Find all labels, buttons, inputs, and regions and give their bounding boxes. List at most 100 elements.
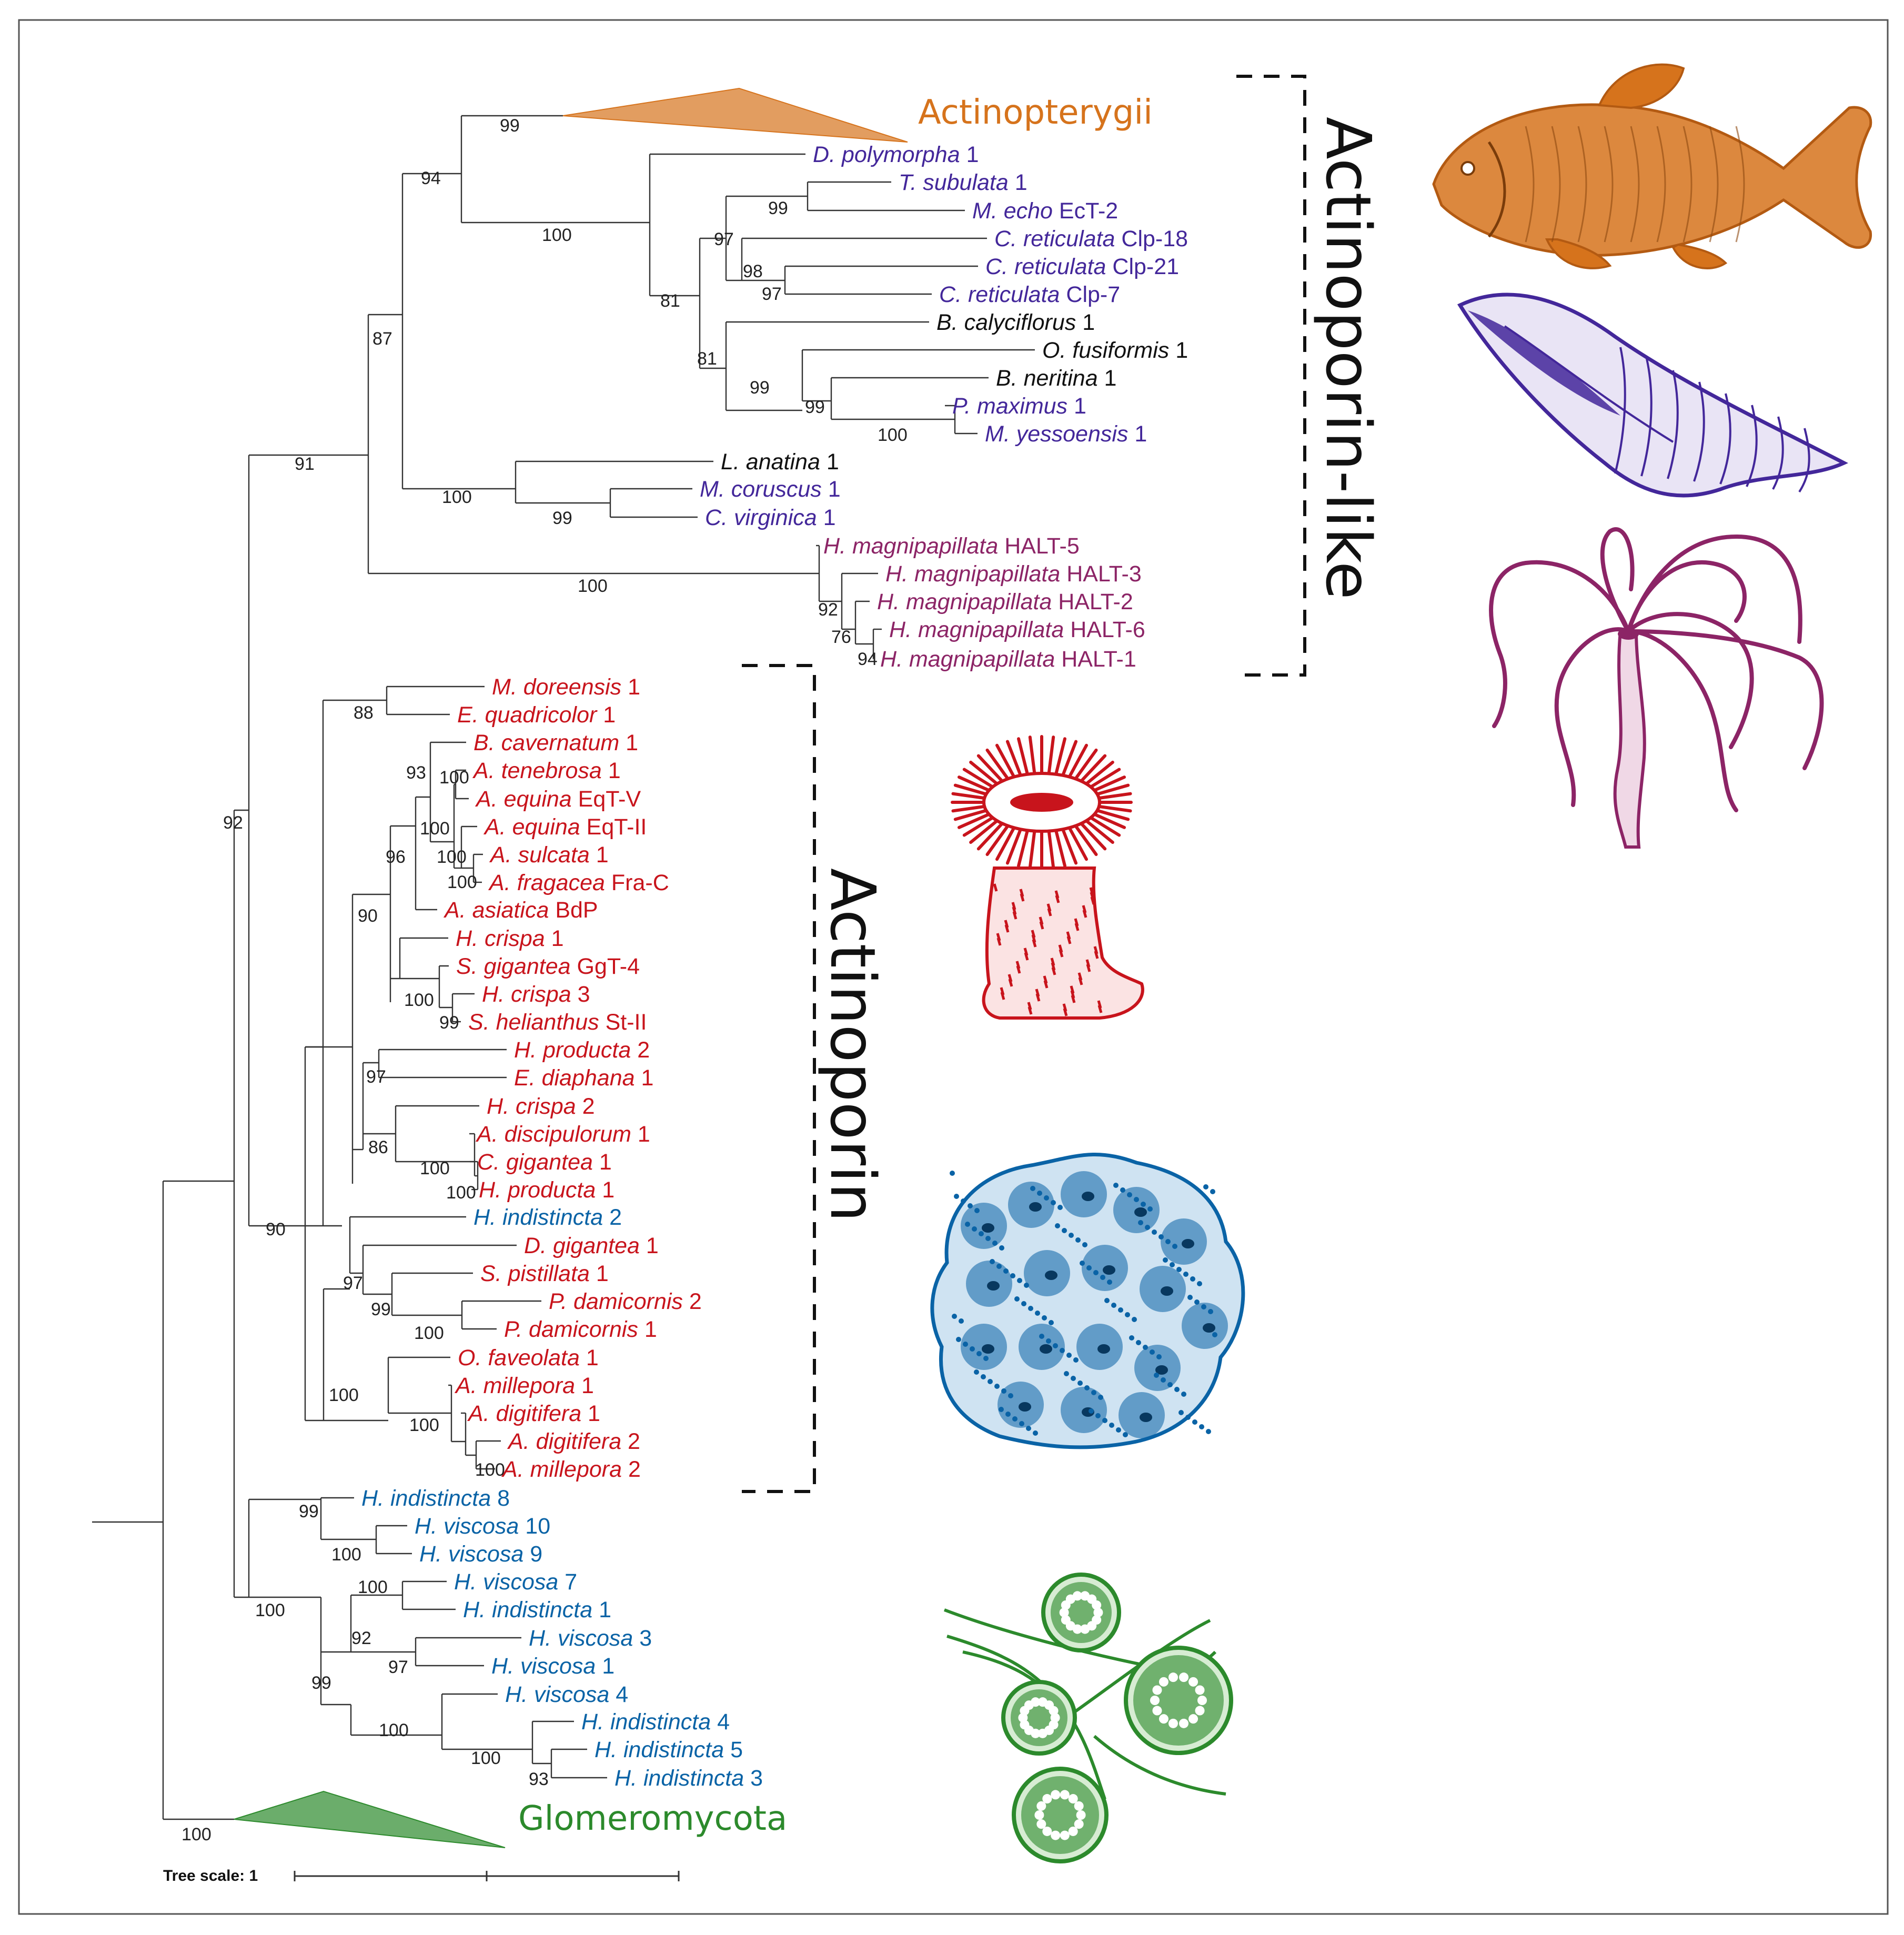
bootstrap-value-n-81b: 81 — [697, 349, 717, 369]
tip-label-a-digitifera-1: A. digitifera 1 — [467, 1401, 600, 1426]
tip-suffix: Fra-C — [605, 870, 669, 895]
bootstrap-value-n-96: 96 — [386, 847, 406, 867]
bootstrap-value-n-87: 87 — [372, 329, 392, 349]
tip-suffix: 1 — [575, 1373, 594, 1398]
tip-label-a-fragacea-fra-c: A. fragacea Fra-C — [488, 870, 669, 895]
tip-species: H. producta — [479, 1177, 596, 1203]
tip-suffix: 9 — [523, 1541, 542, 1567]
bootstrap-value-n-100i: 100 — [414, 1323, 444, 1343]
tip-suffix: 1 — [590, 842, 609, 868]
tip-suffix: HALT-2 — [1052, 589, 1133, 614]
tip-suffix: 1 — [1009, 170, 1027, 195]
tip-species: S. helianthus — [468, 1010, 599, 1035]
tip-suffix: GgT-4 — [571, 954, 640, 979]
collapsed-clade-actinopterygii — [562, 87, 908, 143]
tip-suffix: 1 — [580, 1345, 599, 1370]
bootstrap-value-n-99h: 99 — [299, 1501, 319, 1521]
bootstrap-value-n-99e: 99 — [552, 508, 572, 528]
tip-species: H. crispa — [482, 982, 571, 1007]
group-label-actinoporin: Actinoporin — [817, 868, 889, 1222]
bootstrap-value-n-mecho: 99 — [768, 198, 788, 218]
tip-suffix: HALT-5 — [998, 533, 1080, 559]
bootstrap-value-n-93: 93 — [406, 763, 426, 783]
bootstrap-value-n-100h: 100 — [578, 576, 608, 596]
tip-label-b-calyciflorus-1: B. calyciflorus 1 — [936, 310, 1095, 335]
tip-species: A. tenebrosa — [472, 758, 602, 783]
tip-species: C. reticulata — [939, 282, 1060, 307]
tip-species: H. producta — [514, 1037, 631, 1063]
tip-label-m-coruscus-1: M. coruscus 1 — [700, 477, 841, 502]
tip-label-b-neritina-1: B. neritina 1 — [996, 366, 1116, 391]
tip-species: H. crispa — [456, 926, 545, 951]
tip-suffix: 1 — [590, 1261, 609, 1286]
bootstrap-value-n-100q: 100 — [255, 1600, 285, 1620]
bootstrap-value-n-99g: 99 — [371, 1299, 391, 1319]
tip-labels: D. polymorpha 1T. subulata 1M. echo EcT-… — [361, 142, 1188, 1791]
tip-suffix: 1 — [960, 142, 979, 167]
tip-label-c-gigantea-1: C. gigantea 1 — [477, 1150, 612, 1175]
tip-suffix: EqT-II — [580, 814, 647, 840]
tip-species: M. coruscus — [700, 477, 822, 502]
tip-species: H. magnipapillata — [877, 589, 1052, 614]
tip-label-c-virginica-1: C. virginica 1 — [705, 505, 836, 530]
tip-label-e-quadricolor-1: E. quadricolor 1 — [457, 702, 616, 728]
tip-suffix: 1 — [545, 926, 564, 951]
tip-species: A. digitifera — [467, 1401, 581, 1426]
tip-label-o-faveolata-1: O. faveolata 1 — [458, 1345, 599, 1370]
tip-suffix: 2 — [631, 1037, 650, 1063]
tip-suffix: HALT-6 — [1064, 617, 1145, 642]
tip-label-s-helianthus-st-ii: S. helianthus St-II — [468, 1010, 647, 1035]
tip-species: H. indistincta — [474, 1205, 603, 1230]
tip-species: C. virginica — [705, 505, 817, 530]
tip-label-a-millepora-1: A. millepora 1 — [454, 1373, 594, 1398]
tip-species: S. gigantea — [456, 954, 571, 979]
tip-suffix: 3 — [633, 1626, 652, 1651]
clade-label-glomeromycota: Glomeromycota — [518, 1799, 787, 1838]
tip-species: H. magnipapillata — [889, 617, 1064, 642]
tip-suffix: 2 — [603, 1205, 622, 1230]
tip-suffix: 1 — [581, 1401, 600, 1426]
tip-suffix: St-II — [599, 1010, 647, 1035]
tip-species: A. equina — [475, 787, 572, 812]
bootstrap-value-n-99d: 99 — [805, 397, 825, 417]
tip-suffix: 2 — [622, 1457, 641, 1482]
tip-species: H. indistincta — [581, 1709, 711, 1735]
tip-species: A. digitifera — [507, 1429, 621, 1454]
tip-suffix: 1 — [1067, 394, 1086, 419]
tip-species: O. fusiformis — [1042, 338, 1169, 363]
tip-suffix: 5 — [724, 1737, 743, 1762]
tip-suffix: 1 — [817, 505, 836, 530]
bootstrap-value-n-100a: 100 — [439, 768, 469, 788]
tip-species: H. indistincta — [595, 1737, 724, 1762]
bootstrap-value-n-97a: 97 — [714, 229, 734, 249]
tip-label-c-reticulata-clp-21: C. reticulata Clp-21 — [985, 254, 1179, 279]
bootstrap-value-n-100t: 100 — [182, 1825, 211, 1845]
bootstrap-value-n-actino-mol: 99 — [500, 116, 520, 136]
tip-suffix: 1 — [597, 702, 616, 728]
tip-label-a-sulcata-1: A. sulcata 1 — [489, 842, 609, 868]
tip-label-p-damicornis-2: P. damicornis 2 — [549, 1289, 702, 1314]
sea-anemone-icon — [951, 735, 1144, 1020]
bootstrap-value-n-97d: 97 — [343, 1273, 363, 1293]
bootstrap-value-n-97c: 97 — [366, 1067, 386, 1087]
tip-suffix: 1 — [593, 1150, 612, 1175]
tip-species: S. pistillata — [480, 1261, 590, 1286]
bootstrap-value-n-93s: 93 — [529, 1769, 549, 1789]
tip-label-l-anatina-1: L. anatina 1 — [721, 449, 839, 475]
tip-suffix: 4 — [711, 1709, 730, 1735]
fungal-spores-icon — [943, 1573, 1233, 1863]
bootstrap-value-n-mol100: 100 — [542, 225, 572, 245]
tip-species: A. millepora — [501, 1457, 622, 1482]
bootstrap-value-n-100p: 100 — [878, 425, 908, 445]
tip-suffix: 1 — [822, 477, 841, 502]
tip-label-h-indistincta-3: H. indistincta 3 — [614, 1766, 763, 1791]
tip-species: H. viscosa — [419, 1541, 523, 1567]
fish-icon — [1432, 63, 1872, 269]
tip-species: H. magnipapillata — [880, 647, 1055, 672]
tip-suffix: 8 — [491, 1486, 510, 1511]
bootstrap-value-n-92: 92 — [223, 813, 243, 833]
tip-suffix: Clp-7 — [1060, 282, 1120, 307]
bootstrap-value-n-100e: 100 — [404, 990, 434, 1010]
tip-species: B. neritina — [996, 366, 1098, 391]
tip-suffix: 1 — [631, 1122, 650, 1147]
